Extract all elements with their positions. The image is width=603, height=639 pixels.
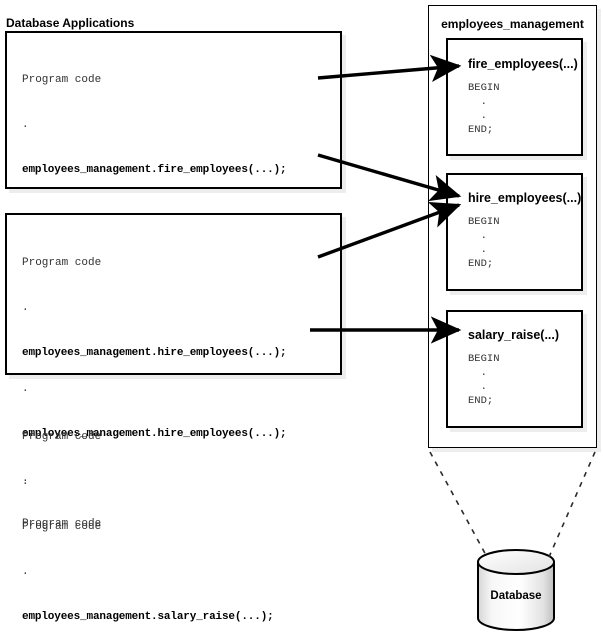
- package-call-salary-raise: employees_management.salary_raise(...);: [22, 611, 274, 623]
- dashed-connector-right: [548, 451, 596, 558]
- application-2-code: Program code . employees_management.hire…: [22, 226, 327, 639]
- package-call-hire-employees: employees_management.hire_employees(...)…: [22, 347, 287, 359]
- procedure-body-hire-employees: BEGIN . . END;: [468, 216, 500, 270]
- code-line: .: [22, 473, 29, 485]
- code-line: Program code: [22, 257, 102, 269]
- procedure-body-fire-employees: BEGIN . . END;: [468, 82, 500, 136]
- procedure-name-salary-raise: salary_raise(...): [468, 328, 560, 342]
- procedure-box-salary-raise: [446, 310, 583, 428]
- code-line: Program code: [22, 518, 102, 530]
- database-cylinder-icon: [477, 549, 555, 631]
- code-line: .: [22, 566, 29, 578]
- code-line: Program code: [22, 74, 102, 86]
- application-box-2: [5, 213, 342, 375]
- package-call-hire-employees: employees_management.hire_employees(...)…: [22, 428, 287, 440]
- package-name: employees_management: [441, 17, 584, 31]
- procedure-name-fire-employees: fire_employees(...): [468, 57, 578, 71]
- code-line: .: [22, 119, 29, 131]
- code-line: Program code: [22, 431, 102, 443]
- page-title: Database Applications: [6, 16, 135, 30]
- application-box-1: [5, 31, 342, 189]
- procedure-name-hire-employees: hire_employees(...): [468, 191, 582, 205]
- dashed-connector-left: [429, 451, 488, 558]
- procedure-box-hire-employees: [446, 173, 583, 291]
- code-line: .: [22, 302, 29, 314]
- code-line: Program code: [22, 521, 102, 533]
- code-line: .: [22, 476, 29, 488]
- procedure-body-salary-raise: BEGIN . . END;: [468, 353, 500, 407]
- package-call-fire-employees: employees_management.fire_employees(...)…: [22, 164, 287, 176]
- procedure-box-fire-employees: [446, 38, 583, 156]
- code-gap: [22, 391, 327, 400]
- code-line: .: [22, 383, 29, 395]
- database-label: Database: [490, 590, 542, 602]
